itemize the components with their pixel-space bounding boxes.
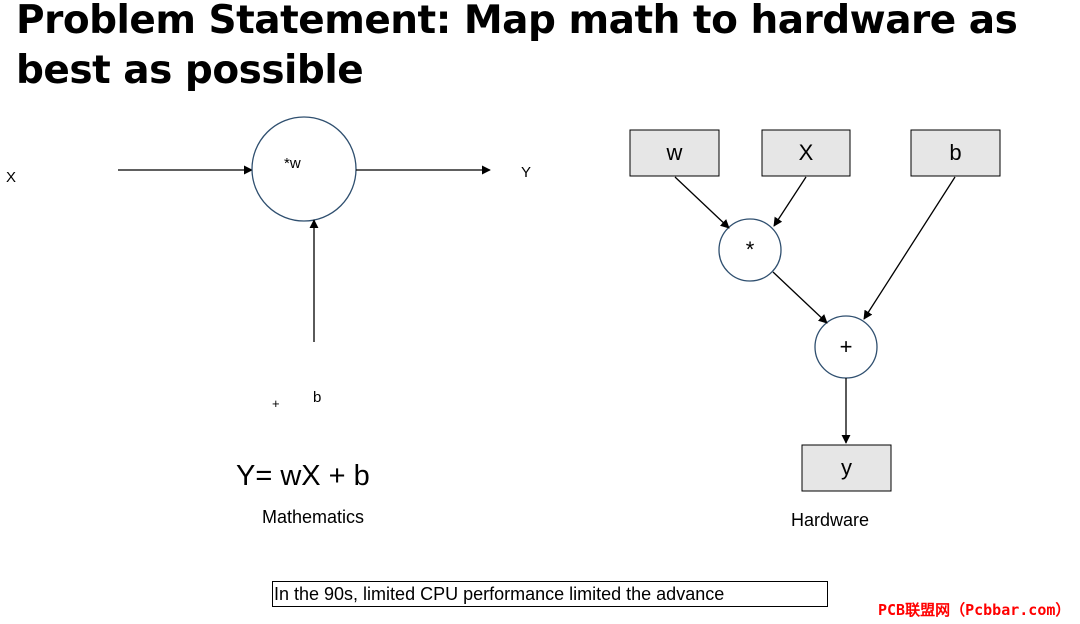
hw-arrow-x-to-multiply [773,176,807,227]
math-input-label: X [6,169,17,186]
math-caption: Mathematics [262,507,365,527]
math-output-label: Y [521,164,532,181]
hw-box-x-label: X [798,140,814,165]
hw-arrow-b-to-add [863,176,956,320]
hw-add-label: + [839,334,853,359]
math-node-label: *w [284,155,301,172]
watermark: PCB联盟网（Pcbbar.com） [878,601,1071,619]
hw-box-b [910,129,1001,177]
hw-multiply-node [718,218,782,282]
math-equation: Y= wX + b [236,460,370,492]
hw-box-y-label: y [841,455,852,480]
hw-arrow-w-to-multiply [674,176,730,229]
math-bias-label: b [313,389,322,406]
hw-multiply-label: * [745,237,755,262]
hw-box-x [761,129,851,177]
hw-box-y [801,444,892,492]
hw-box-w [629,129,720,177]
note-box: In the 90s, limited CPU performance limi… [272,581,828,607]
math-multiply-node [251,116,357,222]
hw-box-b-label: b [949,140,962,165]
hw-box-w-label: w [666,140,683,165]
page-title: Problem Statement: Map math to hardware … [16,0,1018,93]
hw-caption: Hardware [791,510,870,530]
hw-arrow-multiply-to-add [772,271,828,324]
math-bias-operator: + [272,396,280,411]
